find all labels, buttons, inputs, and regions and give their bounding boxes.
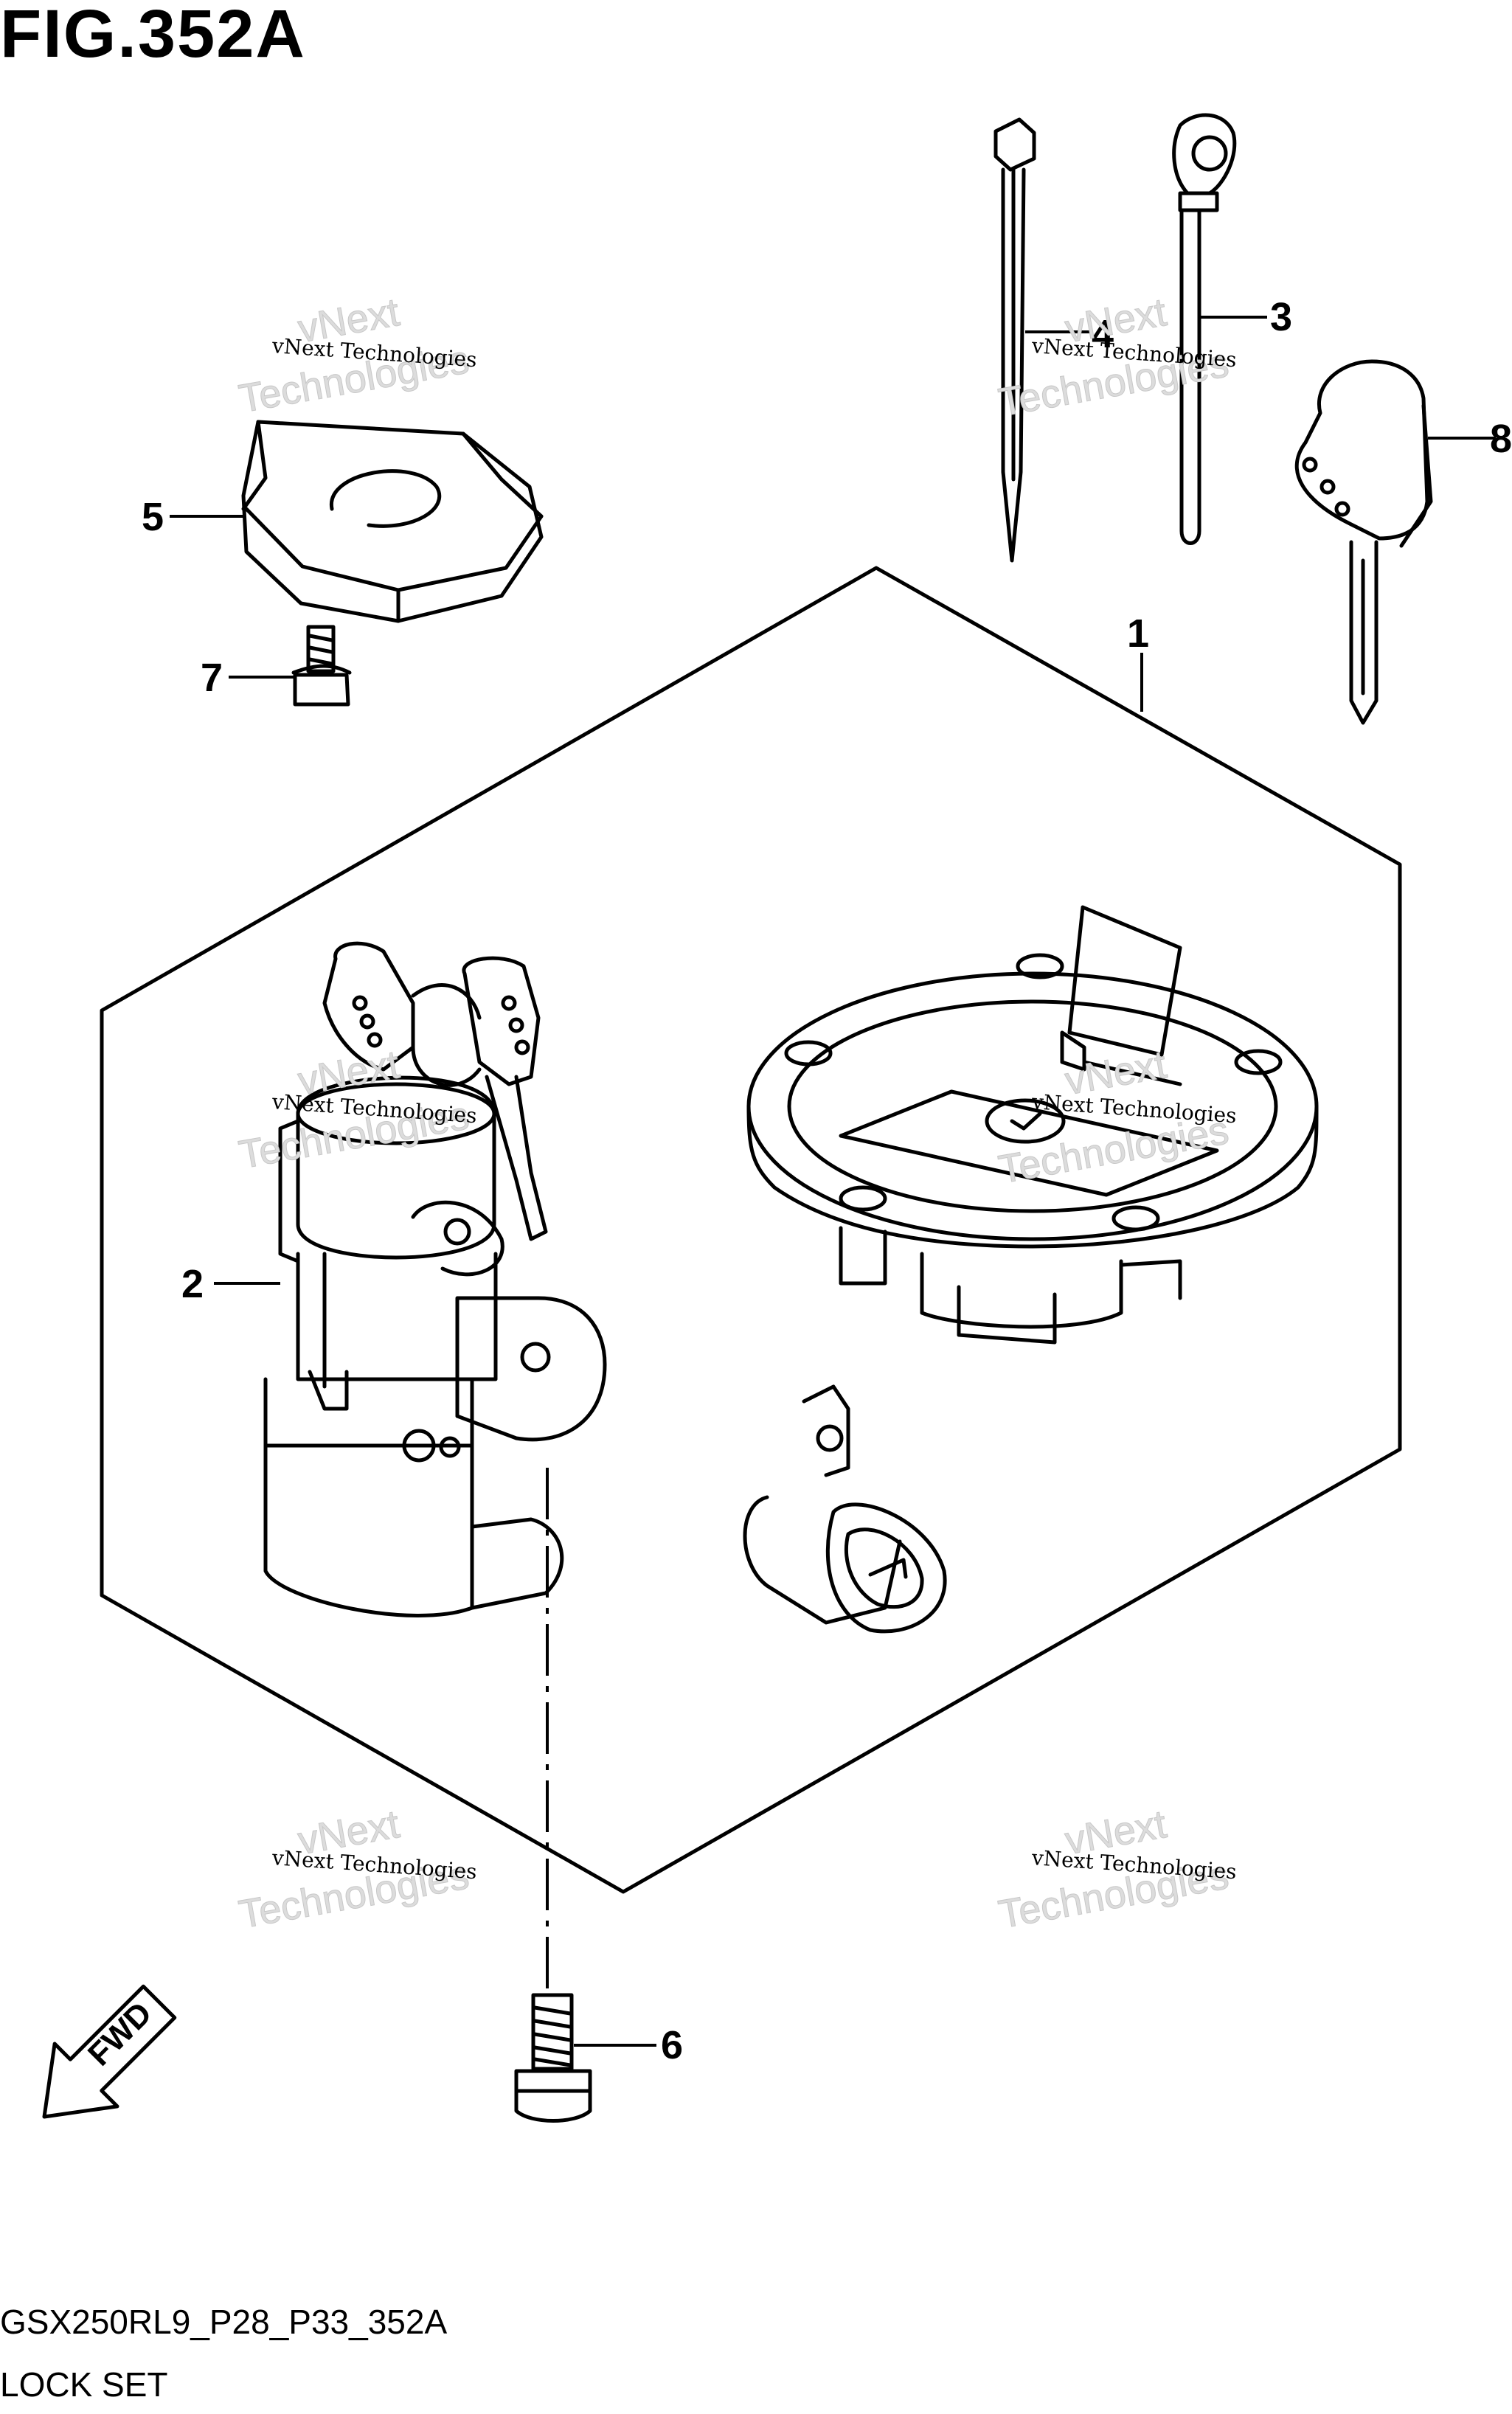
key-part	[1294, 359, 1433, 725]
callout-6: 6	[661, 2023, 684, 2067]
callout-2: 2	[181, 1262, 204, 1306]
long-bolt-part	[514, 1993, 592, 2123]
ignition-switch-part	[263, 941, 607, 1617]
seat-lock-part	[743, 1384, 947, 1634]
fwd-arrow	[42, 1984, 177, 2119]
callout-4: 4	[1092, 312, 1114, 356]
figure-code: GSX250RL9_P28_P33_352A	[0, 2303, 448, 2341]
lock-set-boundary	[100, 566, 1402, 1894]
callout-3: 3	[1270, 295, 1293, 339]
callout-5: 5	[142, 495, 164, 539]
callout-8: 8	[1490, 417, 1512, 461]
callout-7: 7	[201, 656, 223, 700]
figure-name: LOCK SET	[0, 2365, 168, 2404]
callout-1: 1	[1127, 611, 1150, 656]
small-bolt-part	[291, 625, 352, 707]
figure-title: FIG.352A	[0, 0, 306, 72]
cable-tie-part	[993, 117, 1036, 563]
cover-cap-part	[241, 420, 544, 623]
cable-tie-clamp-part	[1172, 113, 1237, 545]
fuel-cap-part	[746, 905, 1319, 1345]
